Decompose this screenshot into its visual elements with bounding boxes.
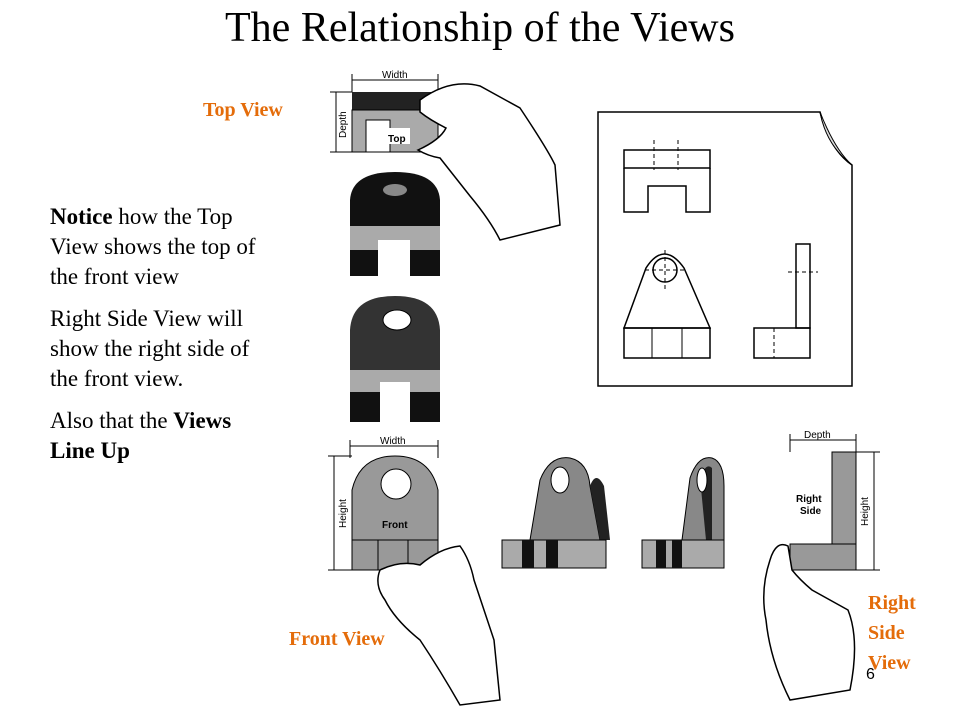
side-hand-icon [763,543,856,701]
front-view-label: Front View [289,628,385,650]
right-side-view-label-line3: View [868,652,911,674]
drawing-sheet [597,111,853,387]
paragraph-notice: Notice how the Top View shows the top of… [50,202,275,292]
front-face-label: Front [382,520,408,531]
right-side-block [789,434,880,571]
top-face-label: Top [388,134,406,145]
depth-dimension-top: Depth [338,111,349,138]
depth-dimension-side: Depth [804,430,831,441]
rotating-block-2 [350,296,440,422]
line-up-lead: Also that the [50,408,174,433]
width-dimension-top: Width [382,70,408,81]
top-hand-icon [416,83,561,241]
page-number: 6 [866,666,875,683]
right-side-view-label-line1: Right [868,592,916,614]
right-side-view-label-line2: Side [868,622,905,644]
side-face-label-line2: Side [800,506,822,517]
right-side-view-label: Right Side View [868,588,916,678]
rotating-front-block-2 [641,457,725,569]
slide-title: The Relationship of the Views [225,5,735,51]
body-text: Notice how the Top View shows the top of… [50,202,275,478]
rotating-front-block-1 [501,457,610,569]
line-up-bold: Views Line Up [50,408,232,463]
front-view-block [328,440,439,571]
height-dimension-side: Height [860,497,871,526]
top-view-label: Top View [203,99,283,121]
side-face-label-line1: Right [796,494,822,505]
height-dimension-front: Height [338,499,349,528]
notice-bold: Notice [50,204,113,229]
top-view-block [330,74,439,153]
notice-rest: how the Top View shows the top of the fr… [50,204,256,289]
paragraph-line-up: Also that the Views Line Up [50,406,275,466]
front-hand-icon [377,545,501,706]
paragraph-right-side: Right Side View will show the right side… [50,306,250,391]
width-dimension-front: Width [380,436,406,447]
rotating-block-1 [350,172,440,276]
